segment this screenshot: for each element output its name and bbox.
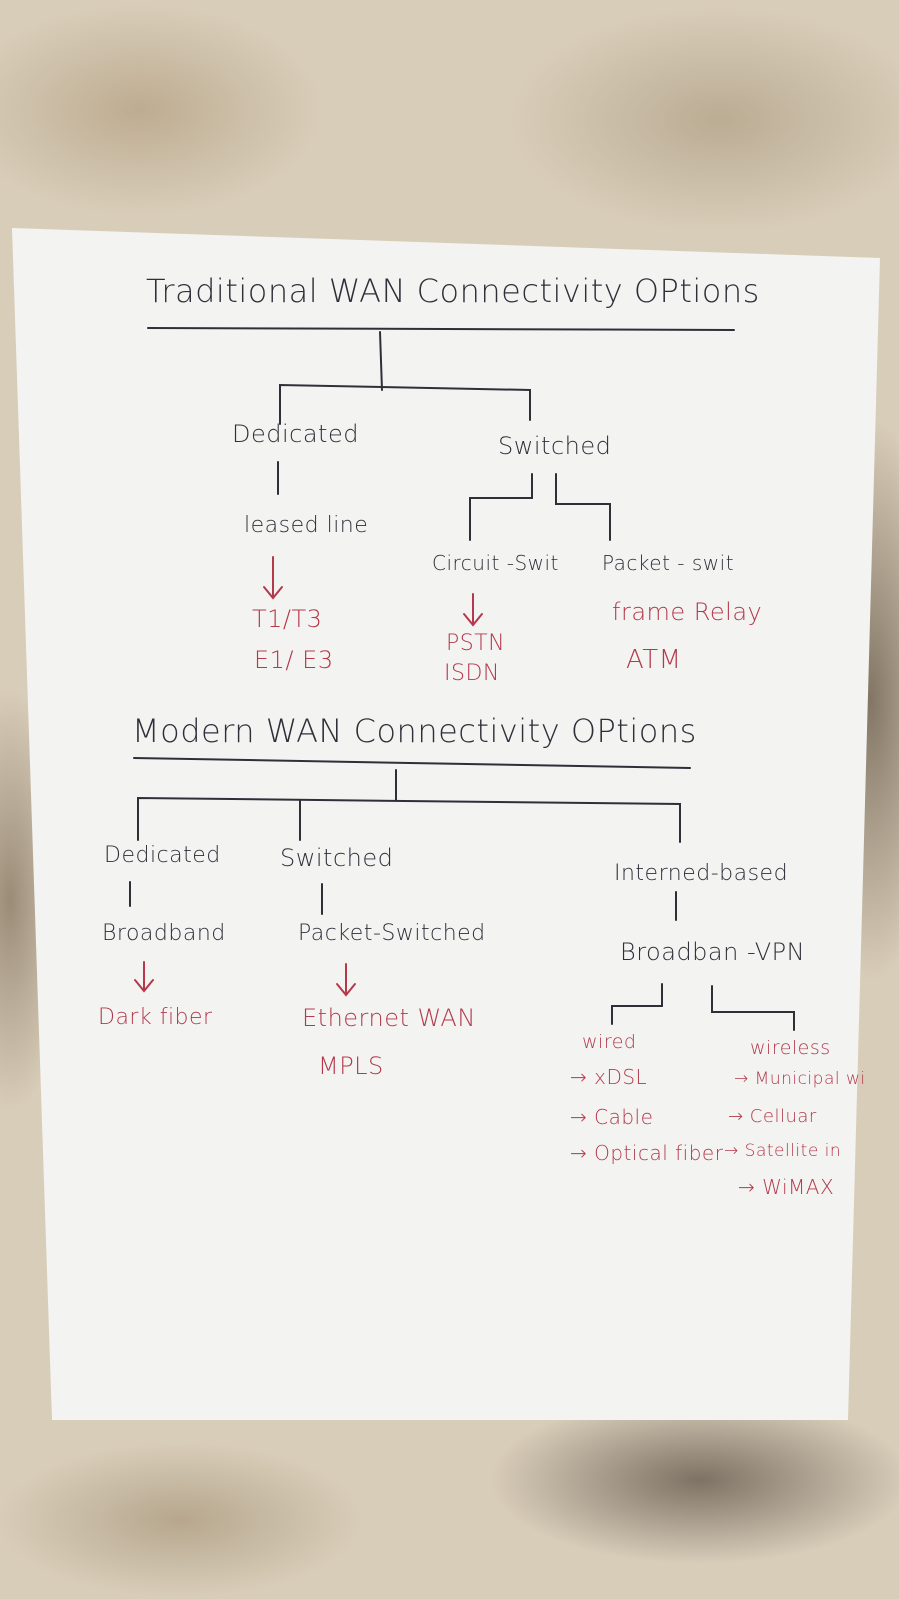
- wireless-item-4: → WiMAX: [738, 1175, 834, 1199]
- wireless-item-3: → Satellite in: [724, 1141, 841, 1161]
- traditional-title-underline: [147, 327, 735, 331]
- traditional-packet-item-2: ATM: [626, 645, 682, 675]
- down-arrow-icon: [134, 961, 154, 993]
- wireless-item-1: → Municipal wi: [734, 1069, 866, 1089]
- modern-title-underline: [133, 757, 691, 769]
- traditional-dedicated-item-1: T1/T3: [252, 605, 322, 633]
- wired-item-3: → Optical fiber: [570, 1141, 724, 1165]
- modern-broadband-vpn: Broadban -VPN: [620, 938, 805, 966]
- paper-sheet: [12, 228, 880, 1420]
- traditional-packet-item-1: frame Relay: [612, 598, 762, 626]
- modern-branch: [137, 796, 681, 843]
- traditional-circuit-item-2: ISDN: [444, 661, 500, 686]
- wired-item-2: → Cable: [570, 1105, 653, 1129]
- modern-switched-item-2: MPLS: [318, 1052, 384, 1080]
- modern-dedicated-item-1: Dark fiber: [98, 1005, 213, 1030]
- down-arrow-icon: [263, 556, 283, 600]
- vpn-wireless-branch: [711, 985, 795, 1031]
- modern-broadband: Broadband: [102, 921, 226, 946]
- modern-title: Modern WAN Connectivity OPtions: [132, 712, 697, 750]
- modern-switched-label: Switched: [280, 844, 393, 872]
- modern-internet-label: Interned-based: [614, 861, 788, 886]
- modern-dedicated-label: Dedicated: [104, 843, 221, 868]
- traditional-title: Traditional WAN Connectivity OPtions: [146, 272, 760, 310]
- switched-circuit-branch: [469, 473, 533, 541]
- vpn-wired-branch: [611, 983, 663, 1025]
- modern-wireless-label: wireless: [750, 1037, 831, 1059]
- switched-packet-branch: [555, 473, 611, 541]
- traditional-leased-line: leased line: [244, 513, 368, 538]
- traditional-dedicated-label: Dedicated: [232, 420, 359, 448]
- down-arrow-icon: [336, 963, 356, 997]
- traditional-circuit-label: Circuit -Swit: [432, 551, 559, 575]
- traditional-circuit-item-1: PSTN: [446, 631, 505, 656]
- traditional-branch: [279, 383, 531, 425]
- wired-item-1: → xDSL: [570, 1065, 647, 1089]
- modern-wired-label: wired: [582, 1031, 636, 1053]
- traditional-trunk: [379, 331, 383, 391]
- modern-switched-item-1: Ethernet WAN: [302, 1004, 476, 1032]
- traditional-switched-label: Switched: [498, 432, 611, 460]
- wireless-item-2: → Celluar: [728, 1106, 817, 1127]
- traditional-dedicated-item-2: E1/ E3: [254, 646, 334, 674]
- traditional-packet-label: Packet - swit: [602, 551, 734, 575]
- down-arrow-icon: [463, 593, 483, 627]
- modern-packet-switched: Packet-Switched: [298, 921, 486, 946]
